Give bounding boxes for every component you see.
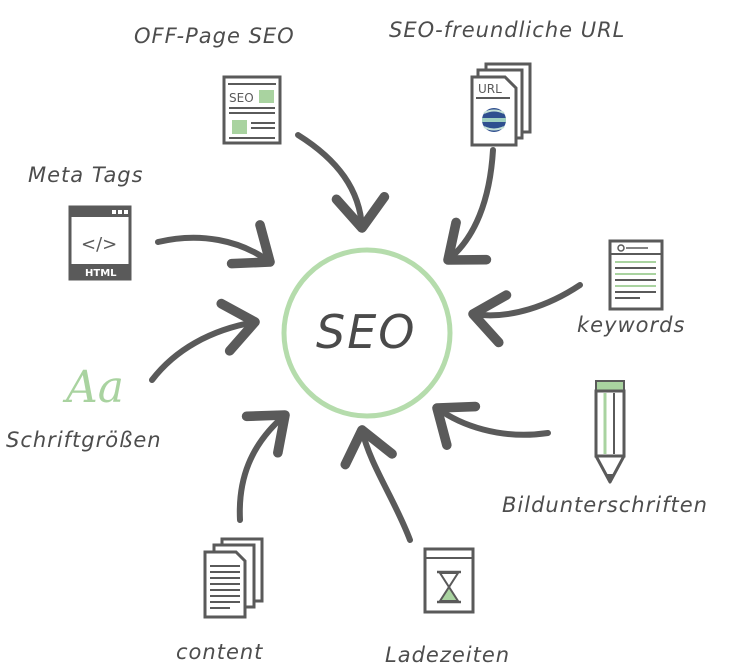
offpage-seo-label: OFF-Page SEO xyxy=(134,24,295,48)
arrow-keywords xyxy=(468,282,583,348)
pencil-icon xyxy=(594,380,626,484)
hourglass-icon xyxy=(423,547,475,614)
meta-tags-label: Meta Tags xyxy=(28,163,144,187)
arrow-fonts xyxy=(149,298,260,383)
loading-times-label: Ladezeiten xyxy=(385,643,511,667)
center-circle xyxy=(281,247,453,419)
svg-text:HTML: HTML xyxy=(85,268,117,279)
stacked-documents-icon xyxy=(203,537,264,619)
arrow-captions xyxy=(432,401,551,450)
svg-text:URL: URL xyxy=(478,82,502,96)
seo-document-icon: SEO xyxy=(222,75,282,145)
content-label: content xyxy=(176,640,264,664)
svg-text:</>: </> xyxy=(81,234,117,255)
arrow-meta xyxy=(155,220,275,269)
arrow-content xyxy=(236,410,290,523)
captions-label: Bildunterschriften xyxy=(502,493,708,517)
browser-page-icon xyxy=(608,239,664,311)
svg-text:SEO: SEO xyxy=(229,91,254,105)
center-seo-label: SEO xyxy=(316,305,417,359)
font-sizes-label: Schriftgrößen xyxy=(6,428,162,452)
arrow-url xyxy=(443,147,496,265)
arrow-offpage xyxy=(295,132,390,233)
url-documents-icon: URL xyxy=(470,62,532,147)
html-browser-icon: </> HTML xyxy=(68,205,132,281)
keywords-label: keywords xyxy=(577,313,686,337)
arrow-loading xyxy=(340,425,413,543)
aa-font-icon: Aa xyxy=(66,362,125,413)
seo-url-label: SEO-freundliche URL xyxy=(389,18,626,42)
